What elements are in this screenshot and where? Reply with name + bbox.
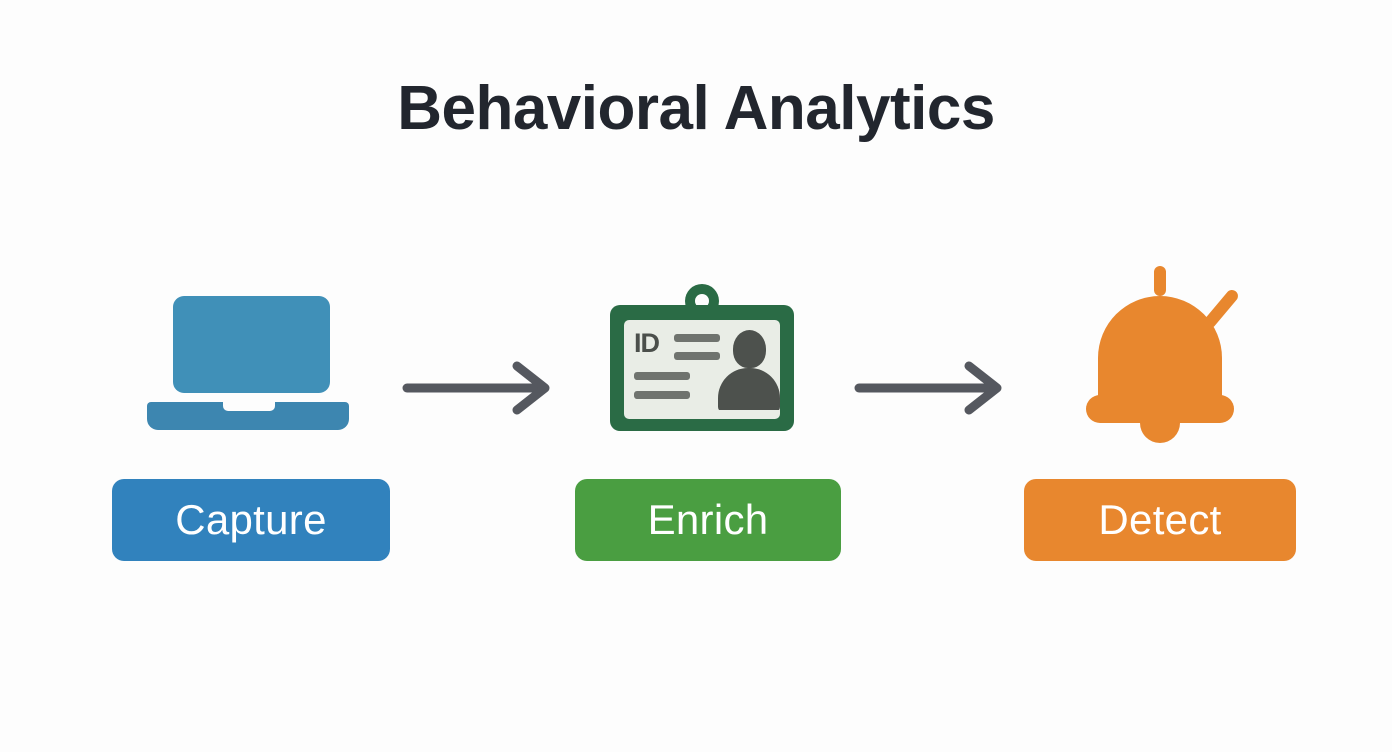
bell-dome-shape	[1098, 296, 1222, 406]
bell-base-shape	[1086, 395, 1234, 423]
laptop-notch-shape	[223, 402, 275, 411]
stage-enrich[interactable]: ID Enrich	[557, 258, 857, 598]
badge-line-3	[634, 372, 690, 380]
badge-clip-hole-shape	[695, 294, 709, 308]
badge-card-bottom-mask	[624, 410, 780, 419]
arrow-right-icon	[854, 361, 1002, 415]
stage-label-detect[interactable]: Detect	[1024, 479, 1296, 561]
arrow-enrich-to-detect	[851, 358, 1011, 418]
bell-clapper-shape	[1140, 421, 1180, 443]
laptop-icon	[147, 296, 355, 436]
page-title: Behavioral Analytics	[397, 74, 995, 143]
stage-label-capture[interactable]: Capture	[112, 479, 390, 561]
badge-line-2	[674, 352, 720, 360]
badge-person-body-shape	[718, 368, 780, 412]
stage-capture[interactable]: Capture	[101, 258, 401, 598]
enrich-icon-slot: ID	[557, 258, 857, 458]
bell-ring-line-vertical	[1154, 266, 1166, 296]
stage-detect[interactable]: Detect	[1010, 258, 1310, 598]
badge-id-label: ID	[634, 328, 660, 358]
badge-line-4	[634, 391, 690, 399]
badge-person-head-shape	[733, 330, 766, 368]
stage-label-enrich-text: Enrich	[647, 496, 769, 543]
badge-line-1	[674, 334, 720, 342]
arrow-capture-to-enrich	[399, 358, 559, 418]
laptop-screen-shape	[173, 296, 330, 393]
bell-icon	[1072, 266, 1262, 451]
capture-icon-slot	[101, 258, 401, 458]
stage-label-detect-text: Detect	[1098, 496, 1222, 543]
detect-icon-slot	[1010, 258, 1310, 458]
process-flow: Capture ID	[0, 258, 1392, 598]
id-badge-icon: ID	[602, 284, 802, 439]
arrow-right-icon	[402, 361, 550, 415]
stage-label-enrich[interactable]: Enrich	[575, 479, 841, 561]
stage-label-capture-text: Capture	[175, 496, 327, 543]
